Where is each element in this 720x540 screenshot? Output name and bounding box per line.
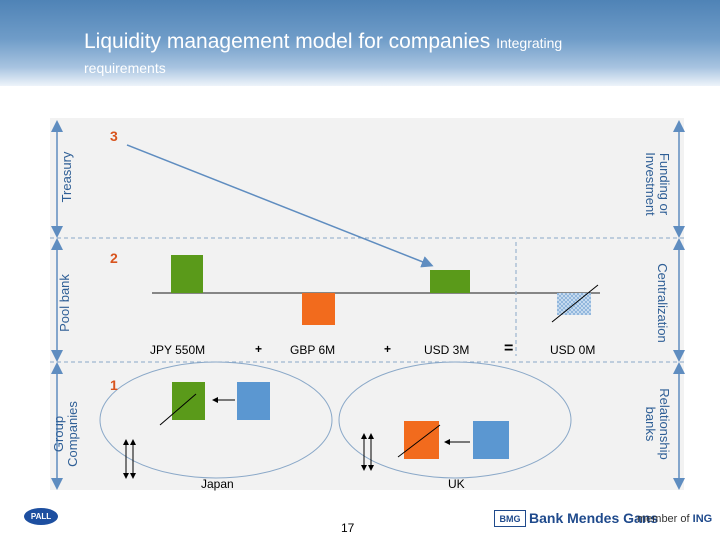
page-title: Liquidity management model for companies… <box>84 30 562 54</box>
level-2-number: 2 <box>110 250 118 266</box>
usd-result-label: USD 0M <box>550 343 596 357</box>
japan-blue-bar <box>237 382 270 420</box>
member-prefix: member of <box>637 513 690 525</box>
plus-sign-2: + <box>384 342 392 356</box>
group-companies-label: Group Companies <box>51 401 80 467</box>
level-3-number: 3 <box>110 128 118 144</box>
usd-label: USD 3M <box>424 343 470 357</box>
uk-slash <box>397 424 441 458</box>
bank-logo-icon: BMG <box>494 510 526 527</box>
treasury-label: Treasury <box>59 151 74 203</box>
centralization-label: Centralization <box>655 263 670 343</box>
title-main-text: Liquidity management model for companies <box>84 30 491 53</box>
gbp-bar <box>302 293 335 325</box>
japan-label: Japan <box>201 477 234 491</box>
equals-sign: = <box>504 340 514 357</box>
japan-ellipse <box>99 361 333 479</box>
uk-label: UK <box>448 477 465 491</box>
page-subtitle: requirements <box>84 60 166 76</box>
funding-label: Funding or Investment <box>643 152 672 216</box>
ing-brand: ING <box>692 513 713 525</box>
uk-ellipse <box>338 361 572 479</box>
treasury-sweep-arrow <box>126 144 434 268</box>
jpy-label: JPY 550M <box>150 343 206 357</box>
relationship-banks-label: Relationship banks <box>643 388 672 460</box>
uk-orange-bar <box>404 421 439 459</box>
usd-result-slash <box>551 284 599 323</box>
pool-bank-label: Pool bank <box>57 274 72 332</box>
pall-logo: PALL <box>24 508 58 525</box>
gbp-label: GBP 6M <box>290 343 336 357</box>
uk-blue-bar <box>473 421 509 459</box>
bank-name: Bank Mendes Gans <box>529 510 659 526</box>
title-small-text: Integrating <box>496 35 563 51</box>
usd-bar <box>430 270 470 293</box>
ing-member-text: member of ING <box>637 513 712 525</box>
page-number: 17 <box>341 521 355 535</box>
header-banner: Liquidity management model for companies… <box>0 0 720 86</box>
plus-sign-1: + <box>255 342 263 356</box>
japan-slash <box>159 393 197 426</box>
jpy-bar <box>171 255 203 293</box>
level-1-number: 1 <box>110 377 118 393</box>
